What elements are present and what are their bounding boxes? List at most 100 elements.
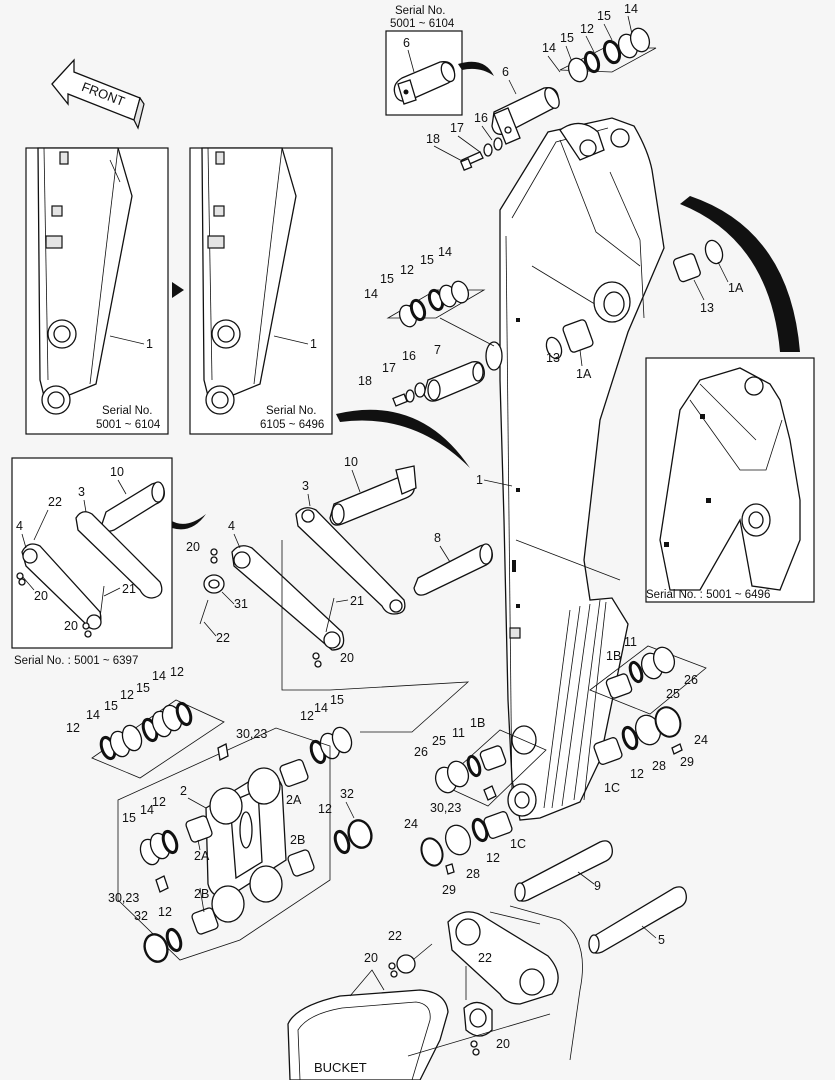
- link-inset-caption: Serial No. : 5001 ~ 6397: [14, 655, 138, 667]
- callout-14c: 14: [364, 287, 378, 301]
- callout-1b-c: 1B: [470, 716, 485, 730]
- callout-24-r: 24: [694, 733, 708, 747]
- callout-3b: 3: [302, 479, 309, 493]
- callout-4a: 4: [16, 519, 23, 533]
- callout-9: 9: [594, 879, 601, 893]
- callout-12-r: 12: [630, 767, 644, 781]
- callout-3a: 3: [78, 485, 85, 499]
- callout-12d: 12: [66, 721, 80, 735]
- callout-24-c: 24: [404, 817, 418, 831]
- main-arm: [485, 117, 665, 821]
- callout-13-l: 13: [546, 351, 560, 365]
- callout-1a-l: 1A: [576, 367, 592, 381]
- callout-14d: 14: [438, 245, 452, 259]
- callout-2b-b: 2B: [194, 887, 209, 901]
- callout-10b: 10: [344, 455, 358, 469]
- right-lower-groups: 1B 11 26 25 24 29 28 12 1C: [589, 635, 708, 795]
- arrow-between-insets: [172, 282, 184, 298]
- callout-20c: 20: [186, 540, 200, 554]
- callout-32a: 32: [340, 787, 354, 801]
- callout-12e: 12: [120, 688, 134, 702]
- callout-13-r: 1A: [728, 281, 744, 295]
- inset-arm-tip: Serial No. : 5001 ~ 6496: [645, 357, 815, 603]
- callout-17: 17: [450, 121, 464, 135]
- arm-tip-caption: Serial No. : 5001 ~ 6496: [646, 589, 770, 601]
- callout-12-c: 12: [486, 851, 500, 865]
- callout-11-c: 11: [452, 726, 465, 740]
- callout-15b: 15: [560, 31, 574, 45]
- callout-25-c: 25: [432, 734, 446, 748]
- center-lower-groups: 25 1B 26 11 30,23 24 28 29 12 1C: [404, 716, 547, 897]
- callout-15: 15: [597, 9, 611, 23]
- inset-pin-serial: Serial No. 5001 ~ 6104 6: [385, 5, 463, 116]
- callout-12g: 12: [300, 709, 314, 723]
- callout-26-r: 26: [684, 673, 698, 687]
- left-shim-groups: 12 14 15 12 15 14 12: [66, 665, 225, 779]
- callout-14g: 14: [314, 701, 328, 715]
- callout-14: 14: [624, 2, 638, 16]
- callout-2: 2: [180, 784, 187, 798]
- callout-7: 7: [434, 343, 441, 357]
- callout-14b: 14: [542, 41, 556, 55]
- pointer-link: [170, 514, 206, 530]
- callout-1b-r: 1B: [606, 649, 621, 663]
- h-link-group: 30,23 2 2A 2A 2B 2B 15 14 12 30,23 32 12: [108, 727, 373, 963]
- bucket-assembly: BUCKET 22 20 22 20: [287, 905, 583, 1080]
- callout-30-23c: 30,23: [430, 801, 461, 815]
- callout-29-c: 29: [442, 883, 456, 897]
- callout-10a: 10: [110, 465, 124, 479]
- callout-16b: 16: [402, 349, 416, 363]
- pin-inset-caption-1: Serial No.: [395, 5, 446, 17]
- callout-6b: 6: [502, 65, 509, 79]
- top-pin-group: 6 16 17 18 14 15 12 15 14: [426, 2, 657, 171]
- inset-arm-early: 1 Serial No. 5001 ~ 6104: [25, 147, 169, 435]
- bushings-1a: 13 1A 1A 13: [545, 239, 744, 381]
- callout-18b: 18: [358, 374, 372, 388]
- callout-25-r: 25: [666, 687, 680, 701]
- callout-12: 12: [580, 22, 594, 36]
- callout-15f: 15: [136, 681, 150, 695]
- callout-20a: 20: [34, 589, 48, 603]
- arm-early-caption-2: 5001 ~ 6104: [96, 419, 161, 431]
- inset-arm-late: 1 Serial No. 6105 ~ 6496: [189, 147, 333, 435]
- callout-1c-c: 1C: [510, 837, 526, 851]
- callout-20e: 20: [364, 951, 378, 965]
- callout-2b-a: 2B: [290, 833, 305, 847]
- callout-14f: 14: [152, 669, 166, 683]
- arm-early-caption-1: Serial No.: [102, 405, 153, 417]
- callout-1-inset-a: 1: [146, 337, 153, 351]
- callout-20d: 20: [340, 651, 354, 665]
- curved-pointer-arm: [336, 409, 470, 468]
- callout-28-c: 28: [466, 867, 480, 881]
- callout-20b: 20: [64, 619, 78, 633]
- callout-1c-r: 1C: [604, 781, 620, 795]
- mid-shim-group: 12 14 15: [300, 693, 353, 765]
- callout-18: 18: [426, 132, 440, 146]
- callout-15c: 15: [380, 272, 394, 286]
- side-pin-group: 14 15 12 15 14 7 16 17 18: [358, 245, 495, 407]
- callout-20f: 20: [496, 1037, 510, 1051]
- central-link-group: 10 3 4 20 31 22 21 20 8: [186, 455, 493, 733]
- callout-17b: 17: [382, 361, 396, 375]
- callout-21b: 21: [350, 594, 364, 608]
- callout-22c: 22: [388, 929, 402, 943]
- arm-late-caption-2: 6105 ~ 6496: [260, 419, 324, 431]
- bucket-label: BUCKET: [314, 1060, 367, 1075]
- callout-15g: 15: [330, 693, 344, 707]
- callout-2a-a: 2A: [286, 793, 302, 807]
- callout-29-r: 29: [680, 755, 694, 769]
- curved-pointer-tip: [680, 196, 800, 352]
- callout-22b: 22: [216, 631, 230, 645]
- callout-15d: 15: [420, 253, 434, 267]
- pin-inset-pointer: [458, 61, 494, 76]
- arm-late-caption-1: Serial No.: [266, 405, 317, 417]
- callout-8: 8: [434, 531, 441, 545]
- callout-12i: 12: [318, 802, 332, 816]
- callout-12h: 12: [152, 795, 166, 809]
- callout-26-c: 26: [414, 745, 428, 759]
- callout-28-r: 28: [652, 759, 666, 773]
- callout-1a-r: 13: [700, 301, 714, 315]
- callout-12j: 12: [158, 905, 172, 919]
- callout-14h: 14: [140, 803, 154, 817]
- callout-30-23b: 30,23: [108, 891, 139, 905]
